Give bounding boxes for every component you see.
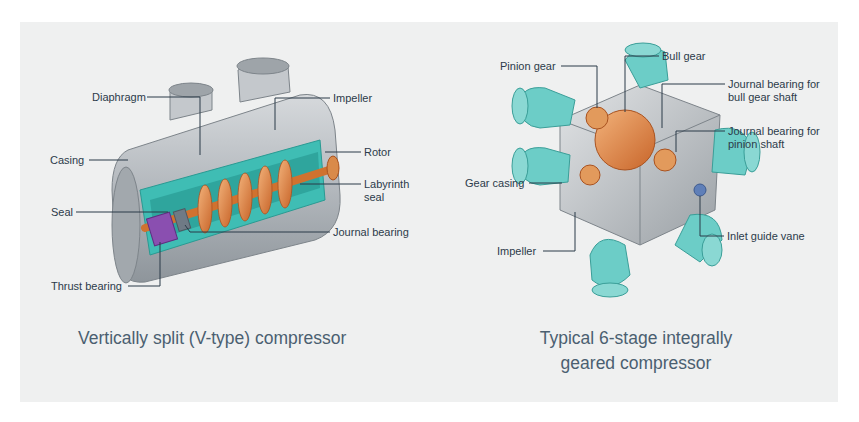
part-label: Gear casing <box>465 177 535 190</box>
part-label: Seal <box>51 206 91 219</box>
thrust-bearing <box>146 212 177 246</box>
leader-line <box>76 212 168 213</box>
impeller <box>218 179 232 227</box>
inlet-guide-vane <box>694 184 706 196</box>
integrally-geared-compressor <box>512 43 760 297</box>
inlet-pipes <box>512 43 760 297</box>
inlet-pipe <box>702 234 722 266</box>
leader-line <box>625 56 659 112</box>
impeller <box>198 185 212 233</box>
caption: Vertically split (V-type) compressor <box>78 326 408 351</box>
nozzle-flange <box>237 58 289 74</box>
rotor-shaft <box>145 168 335 228</box>
inlet-pipe <box>625 43 661 57</box>
v-type-compressor <box>112 58 340 283</box>
part-label: Impeller <box>333 92 393 105</box>
leader-line <box>275 98 330 130</box>
leader-line <box>529 183 562 184</box>
inlet-pipe <box>512 88 528 124</box>
leader-lines <box>76 56 725 286</box>
casing-end <box>112 167 140 283</box>
leader-line <box>662 84 725 128</box>
leader-line <box>543 212 575 251</box>
leader-line <box>700 196 724 236</box>
journal-bearing <box>173 209 190 232</box>
part-label: Labyrinth seal <box>364 178 420 204</box>
leader-line <box>185 225 330 232</box>
leader-line <box>561 66 597 108</box>
casing-body <box>112 94 340 282</box>
leader-line <box>676 131 725 152</box>
part-label: Impeller <box>497 245 557 258</box>
part-label: Bull gear <box>662 50 722 63</box>
caption: Typical 6-stage integrally geared compre… <box>516 326 756 376</box>
pinion-gear <box>580 165 600 185</box>
shaft-end <box>327 156 339 180</box>
impeller <box>258 166 272 214</box>
leader-line <box>147 97 200 155</box>
impellers <box>198 160 292 233</box>
inlet-nozzle <box>170 84 212 120</box>
part-label: Journal bearing for pinion shaft <box>728 125 820 151</box>
leader-line <box>89 160 128 161</box>
volutes <box>520 48 752 287</box>
part-label: Pinion gear <box>500 60 570 73</box>
part-label: Thrust bearing <box>51 280 141 293</box>
part-label: Journal bearing for bull gear shaft <box>728 78 820 104</box>
part-label: Rotor <box>364 146 414 159</box>
impeller <box>238 173 252 221</box>
nozzle-flange <box>169 83 213 97</box>
pinion-gear <box>586 107 608 129</box>
part-label: Inlet guide vane <box>727 230 827 243</box>
part-label: Diaphragm <box>92 91 152 104</box>
part-label: Journal bearing <box>333 226 433 239</box>
inlet-pipe <box>592 283 628 297</box>
leader-line <box>325 152 361 153</box>
leader-line <box>128 242 160 286</box>
impeller <box>278 160 292 208</box>
leader-line <box>300 184 361 185</box>
part-label: Casing <box>50 154 95 167</box>
pinion-gear <box>654 149 676 171</box>
volute <box>590 239 630 286</box>
